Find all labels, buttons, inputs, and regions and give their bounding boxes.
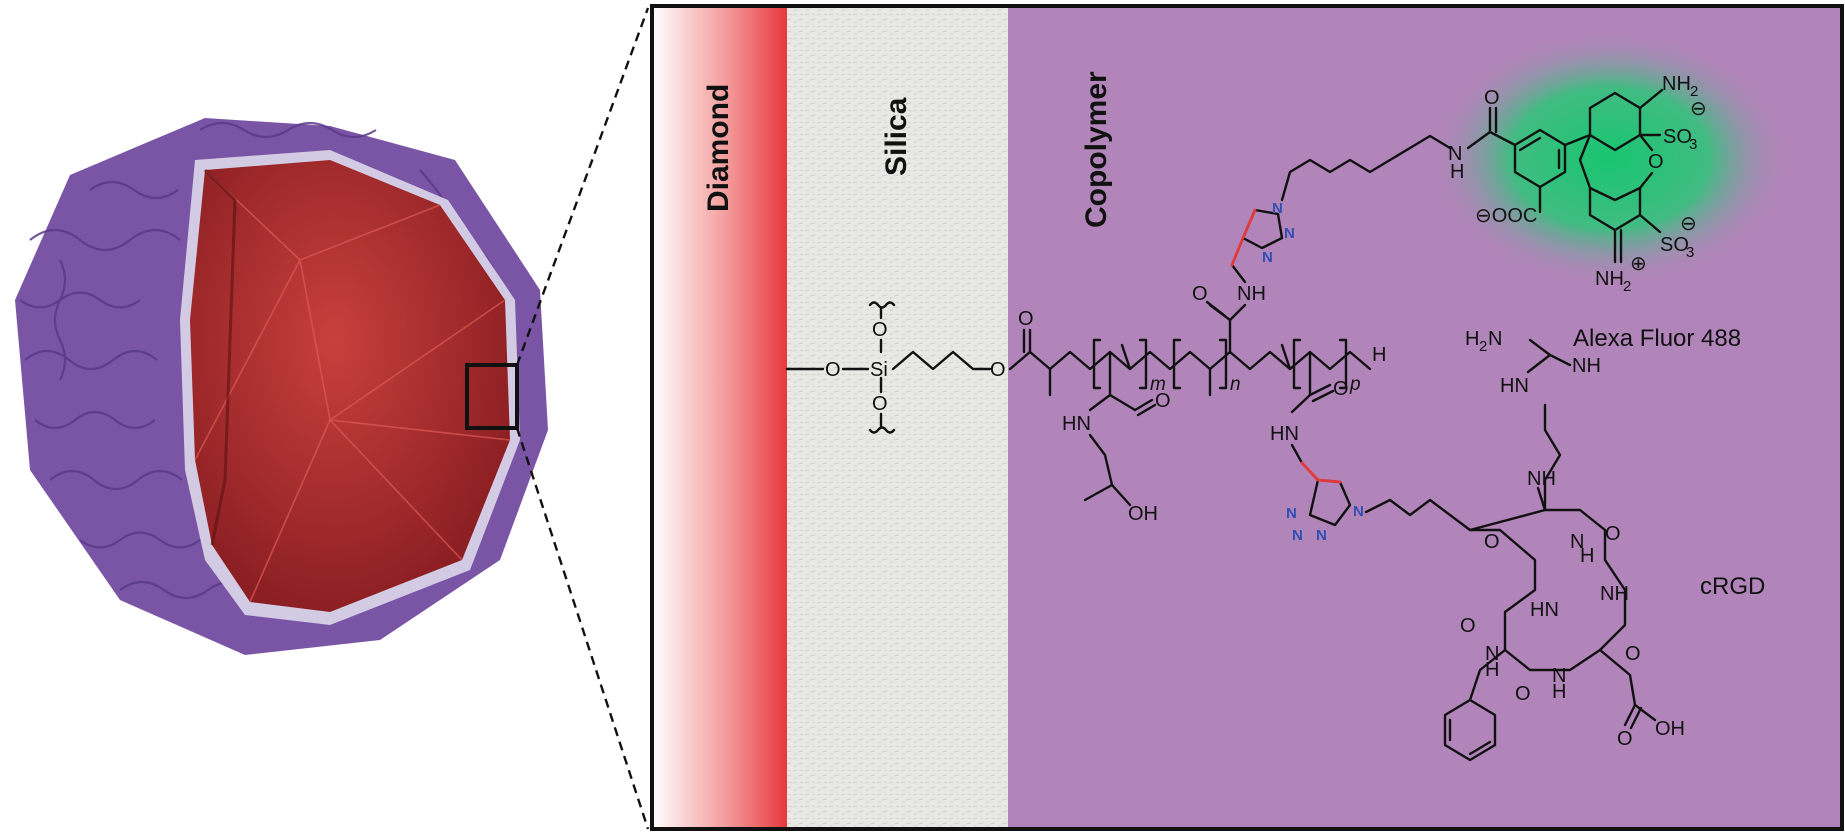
svg-text:NH: NH (1237, 283, 1266, 305)
svg-text:N: N (1292, 527, 1303, 544)
fluorescence-glow (1430, 30, 1790, 286)
svg-text:H: H (1372, 344, 1386, 366)
svg-text:O: O (872, 319, 888, 341)
nanodiamond-particle-icon (15, 118, 548, 655)
svg-text:OH: OH (1128, 503, 1158, 525)
svg-text:NH: NH (1595, 268, 1624, 290)
subscript-n: n (1230, 374, 1241, 395)
svg-text:N: N (1552, 665, 1566, 687)
crgd-arm: O HN N N N N (1270, 350, 1472, 544)
diamond-core (190, 160, 510, 612)
diamond-label: Diamond (702, 84, 735, 212)
svg-text:2: 2 (1690, 83, 1698, 100)
svg-text:NH: NH (1572, 355, 1601, 377)
svg-text:HN: HN (1270, 423, 1299, 445)
svg-text:⊕: ⊕ (1630, 253, 1647, 275)
svg-text:N: N (1316, 527, 1327, 544)
svg-text:O: O (1484, 87, 1500, 109)
svg-text:HN: HN (1062, 413, 1091, 435)
svg-text:N: N (1485, 643, 1499, 665)
svg-text:3: 3 (1686, 244, 1694, 261)
alexa-fluor-structure: ⊖OOC O NH 2 SO 3 ⊖ SO 3 ⊖ NH (1475, 73, 1707, 295)
svg-text:O: O (825, 359, 841, 381)
svg-text:O: O (1018, 308, 1034, 330)
svg-text:O: O (990, 359, 1006, 381)
svg-text:H: H (1552, 681, 1566, 703)
svg-text:⊖: ⊖ (1690, 98, 1707, 120)
svg-text:O: O (1192, 283, 1208, 305)
svg-text:O: O (1605, 523, 1621, 545)
subscript-m: m (1150, 374, 1166, 395)
svg-text:SO: SO (1663, 126, 1692, 148)
svg-text:O: O (1648, 151, 1664, 173)
surface-panel: Diamond Silica Copolymer O Si O O O (650, 4, 1844, 831)
svg-text:N: N (1286, 505, 1297, 522)
zoom-box-icon (465, 363, 519, 430)
silica-layer (787, 6, 1008, 829)
svg-text:N: N (1272, 200, 1283, 217)
alexa-fluor-label: Alexa Fluor 488 (1573, 325, 1741, 352)
svg-text:OH: OH (1655, 718, 1685, 740)
svg-text:N: N (1570, 531, 1584, 553)
diamond-layer (652, 6, 787, 829)
svg-text:2: 2 (1479, 338, 1487, 355)
svg-text:O: O (1484, 531, 1500, 553)
svg-text:⊖OOC: ⊖OOC (1475, 205, 1537, 227)
svg-text:⊖: ⊖ (1680, 213, 1697, 235)
svg-text:HN: HN (1530, 599, 1559, 621)
svg-text:O: O (1333, 378, 1349, 400)
svg-text:H: H (1485, 659, 1499, 681)
svg-text:O: O (1460, 615, 1476, 637)
dye-arm: O NH N N N N H O (1192, 87, 1517, 354)
svg-text:N: N (1488, 328, 1502, 350)
svg-text:H: H (1580, 545, 1594, 567)
crgd-structure: O NH N H O NH HN O N H O N H O HN NH H 2… (1443, 328, 1685, 762)
svg-text:2: 2 (1623, 278, 1631, 295)
copolymer-label: Copolymer (1080, 71, 1113, 228)
svg-text:HN: HN (1500, 375, 1529, 397)
svg-text:NH: NH (1600, 583, 1629, 605)
svg-text:Si: Si (870, 359, 888, 381)
silane-linker: O Si O O O (785, 301, 1032, 434)
svg-text:3: 3 (1689, 136, 1697, 153)
polymer-backbone: O m n p H (1018, 308, 1386, 397)
diamond-facets (194, 169, 511, 603)
subscript-p: p (1349, 374, 1361, 395)
svg-text:O: O (1515, 683, 1531, 705)
svg-text:O: O (872, 393, 888, 415)
svg-text:N: N (1448, 143, 1462, 165)
silica-label: Silica (880, 97, 913, 176)
svg-text:NH: NH (1662, 73, 1691, 95)
svg-text:O: O (1617, 728, 1633, 750)
svg-text:H: H (1450, 161, 1464, 183)
svg-text:H: H (1465, 328, 1479, 350)
hpma-sidechain: O HN OH (1062, 350, 1171, 525)
svg-text:N: N (1353, 503, 1364, 520)
crgd-label: cRGD (1700, 573, 1765, 600)
zoom-lines-icon (515, 7, 650, 830)
svg-text:N: N (1284, 225, 1295, 242)
svg-text:O: O (1155, 390, 1171, 412)
svg-text:N: N (1262, 249, 1273, 266)
svg-text:SO: SO (1660, 234, 1689, 256)
svg-text:O: O (1625, 643, 1641, 665)
